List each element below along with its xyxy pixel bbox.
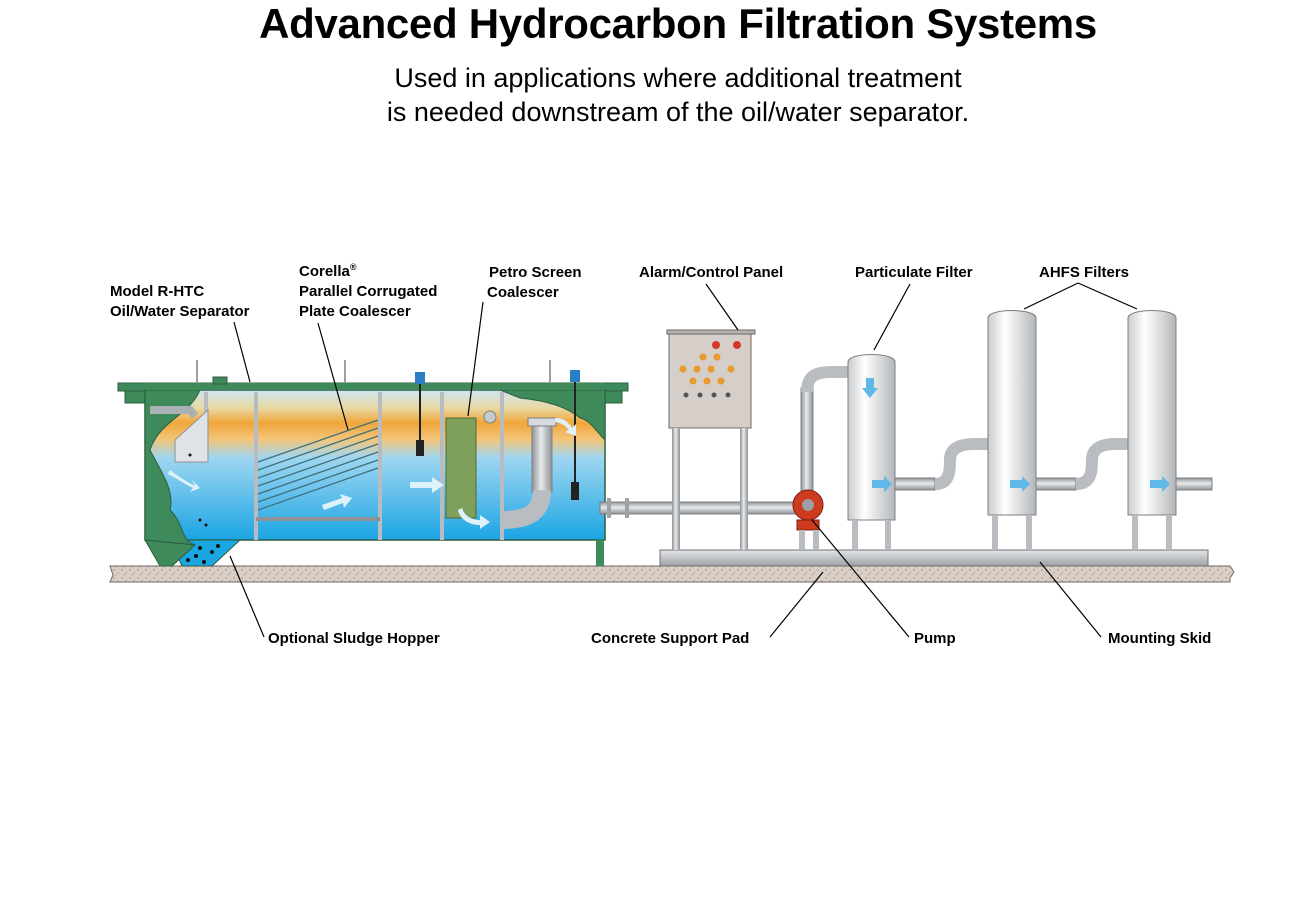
- subtitle-line-2: is needed downstream of the oil/water se…: [386, 97, 970, 127]
- ahfs-filter-2: [1127, 310, 1177, 550]
- subtitle-line-1: Used in applications where additional tr…: [394, 63, 962, 93]
- page-title: Advanced Hydrocarbon Filtration Systems: [259, 0, 1097, 47]
- mounting-skid-label: Mounting Skid: [1108, 630, 1212, 647]
- mounting-skid: [659, 549, 1209, 567]
- petro-label-line-1: Petro Screen: [489, 264, 582, 281]
- outlet-pipe: [599, 498, 801, 518]
- concrete-support-pad: [109, 565, 1235, 583]
- ahfs-filters-label: AHFS Filters: [1039, 264, 1130, 281]
- corella-label-line-2: Parallel Corrugated: [299, 283, 438, 300]
- corella-label-line-3: Plate Coalescer: [299, 303, 411, 320]
- corella-name: Corella: [299, 263, 350, 280]
- pump-label: Pump: [914, 630, 956, 647]
- particulate-filter: [847, 354, 896, 550]
- particulate-filter-label: Particulate Filter: [855, 264, 973, 281]
- corella-label-line-1: Corella®: [299, 262, 437, 282]
- petro-label-line-2: Coalescer: [487, 284, 559, 301]
- alarm-panel-label: Alarm/Control Panel: [639, 264, 784, 281]
- registered-mark: ®: [349, 262, 357, 272]
- alarm-control-panel: [666, 329, 756, 550]
- separator-label: Model R-HTC Oil/Water Separator: [110, 282, 249, 322]
- concrete-pad-label: Concrete Support Pad: [591, 630, 750, 647]
- oil-water-separator-tank: [117, 360, 629, 567]
- ahfs-filter-1: [987, 310, 1037, 550]
- separator-label-line-1: Model R-HTC: [110, 283, 205, 300]
- sludge-hopper-label: Optional Sludge Hopper: [268, 630, 440, 647]
- filter-interconnect-piping: [894, 438, 1213, 491]
- separator-label-line-2: Oil/Water Separator: [110, 303, 250, 320]
- corella-label: Corella® Parallel Corrugated Plate Coale…: [299, 262, 437, 322]
- petro-screen-label: Petro Screen Coalescer: [487, 263, 582, 303]
- pump: [792, 366, 848, 550]
- leader-lines: [229, 282, 1138, 638]
